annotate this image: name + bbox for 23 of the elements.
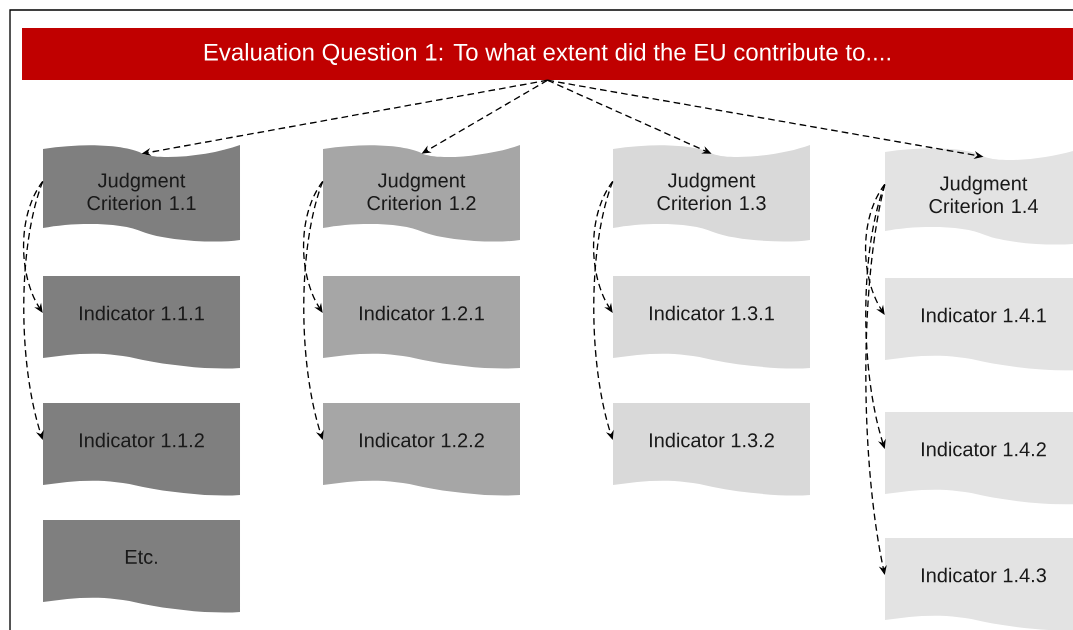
arrow: [23, 180, 44, 440]
criterion-box: Judgment Criterion 1.4: [885, 148, 1073, 245]
arrow: [593, 180, 614, 440]
arrow: [865, 183, 886, 449]
indicator-box: Indicator 1.4.3: [885, 538, 1073, 630]
criterion-box: Judgment Criterion 1.3: [613, 145, 810, 242]
indicator-box: Indicator 1.1.1: [43, 276, 240, 369]
criterion-box: Judgment Criterion 1.2: [323, 145, 520, 242]
indicator-box: Indicator 1.1.2: [43, 403, 240, 496]
criterion-box: Judgment Criterion 1.1: [43, 145, 240, 242]
arrow: [303, 180, 324, 440]
indicator-box: Indicator 1.2.2: [323, 403, 520, 496]
indicator-box: Indicator 1.2.1: [323, 276, 520, 369]
indicator-box: Indicator 1.4.2: [885, 412, 1073, 505]
title-bar: Evaluation Question 1: To what extent did the EU contribute to....: [22, 28, 1073, 80]
indicator-box: Indicator 1.4.1: [885, 278, 1073, 371]
arrow: [592, 180, 614, 313]
indicator-box: Etc.: [43, 520, 240, 613]
arrow: [22, 180, 44, 313]
indicator-box: Indicator 1.3.2: [613, 403, 810, 496]
indicator-box: Indicator 1.3.1: [613, 276, 810, 369]
arrow: [864, 183, 886, 315]
arrow: [302, 180, 324, 313]
